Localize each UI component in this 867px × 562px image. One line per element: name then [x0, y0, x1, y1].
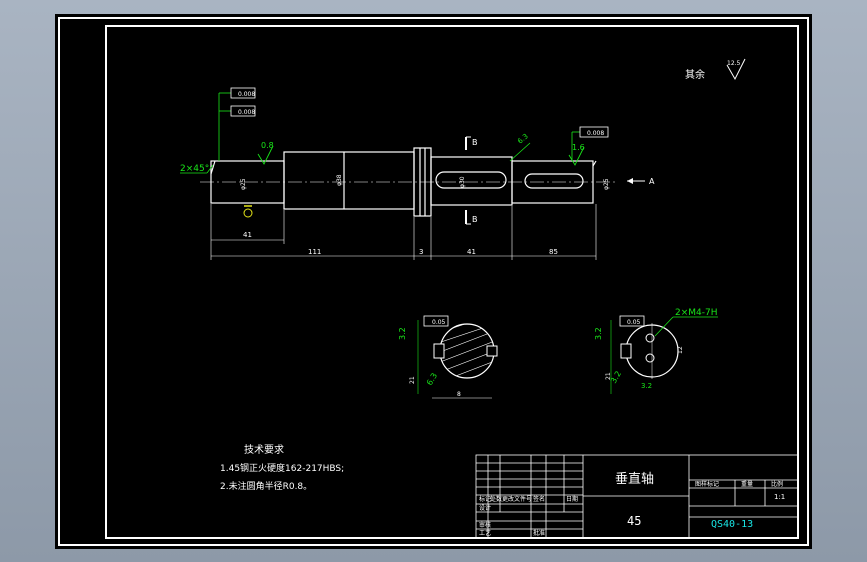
tb-row-process: 工艺: [479, 529, 491, 537]
tb-row-design: 设计: [479, 504, 491, 512]
dim-dia4: φ25: [603, 178, 610, 190]
section-a-label: A: [649, 177, 655, 186]
tolerance-frames-left: 0.008 0.008: [218, 87, 256, 161]
tb-scale: 比例: [771, 480, 783, 488]
dim-41b: 41: [467, 248, 476, 256]
tol-frame-2: 0.008: [238, 109, 255, 116]
dim-85: 85: [549, 248, 558, 256]
part-material: 45: [627, 514, 641, 528]
part-name: 垂直轴: [615, 472, 654, 487]
section-1-annotations: 0.05 3.2 6.3 21 8: [398, 315, 492, 399]
tol-frame-1: 0.008: [238, 91, 255, 98]
thread-label: 2×M4-7H: [675, 308, 718, 318]
svg-text:0.05: 0.05: [627, 319, 641, 326]
svg-text:0.8: 0.8: [261, 141, 274, 150]
section-b-bottom-label: B: [472, 215, 478, 224]
tech-req-line2: 2.未注圆角半径R0.8。: [220, 480, 312, 492]
roughness-key-icon: 6.3: [509, 132, 531, 162]
svg-text:3.2: 3.2: [594, 327, 603, 340]
outer-border: [58, 17, 809, 546]
tech-req-title: 技术要求: [244, 443, 284, 456]
section-b-top-label: B: [472, 138, 478, 147]
tolerance-frame-right: 0.008: [571, 126, 609, 161]
tb-col-count: 处数: [490, 495, 502, 503]
tb-col-mark: 标记: [479, 495, 491, 503]
dim-41: 41: [243, 231, 252, 239]
svg-text:0.05: 0.05: [432, 319, 446, 326]
svg-text:21: 21: [409, 376, 416, 384]
tb-scale-value: 1:1: [774, 493, 785, 501]
svg-text:12: 12: [677, 346, 684, 354]
dim-dia3: φ30: [459, 176, 466, 188]
svg-text:3.2: 3.2: [641, 382, 652, 390]
tb-weight: 重量: [741, 480, 753, 488]
tb-drawing-mark: 图样标记: [695, 480, 719, 488]
section-2-annotations: 0.05 3.2 3.2 2×M4-7H 21 12 3.2: [594, 308, 718, 394]
dim-3: 3: [419, 248, 423, 256]
svg-text:3.2: 3.2: [398, 327, 407, 340]
chamfer-label: 2×45°: [180, 164, 209, 174]
dim-111: 111: [308, 248, 321, 256]
title-block: [475, 454, 799, 539]
drawing-number: QS40-13: [711, 519, 753, 530]
tb-approval: 批准: [533, 529, 545, 537]
datum-circle-icon: [243, 208, 253, 218]
svg-text:6.3: 6.3: [516, 132, 530, 145]
dimension-lines: [210, 204, 597, 260]
roughness-label: 其余: [685, 68, 705, 81]
svg-text:0.008: 0.008: [587, 130, 604, 137]
section-a-arrow-icon: A: [627, 177, 655, 186]
tb-row-review: 审核: [479, 521, 491, 529]
section-view-2: [620, 323, 679, 379]
cad-drawing: 其余 12.5 B B A 2×45°: [58, 17, 809, 546]
svg-text:12.5: 12.5: [727, 60, 741, 67]
inner-border: [105, 25, 799, 539]
tech-req-line1: 1.45钢正火硬度162-217HBS;: [220, 462, 344, 474]
svg-text:21: 21: [605, 372, 612, 380]
tb-col-docno: 更改文件号: [502, 495, 532, 503]
svg-text:8: 8: [457, 391, 461, 398]
roughness-right-icon: 1.6: [568, 143, 585, 166]
svg-text:6.3: 6.3: [425, 371, 439, 387]
roughness-left-icon: 0.8: [257, 141, 274, 165]
svg-text:1.6: 1.6: [572, 143, 585, 152]
dim-dia2: φ38: [336, 174, 343, 186]
section-b-markers: B B: [465, 136, 478, 225]
tb-col-sign: 签名: [533, 495, 545, 503]
dim-dia1: φ25: [240, 178, 247, 190]
roughness-symbol-icon: 12.5: [726, 58, 746, 81]
drawing-sheet: 其余 12.5 B B A 2×45°: [55, 14, 812, 549]
tb-col-date: 日期: [566, 495, 578, 503]
